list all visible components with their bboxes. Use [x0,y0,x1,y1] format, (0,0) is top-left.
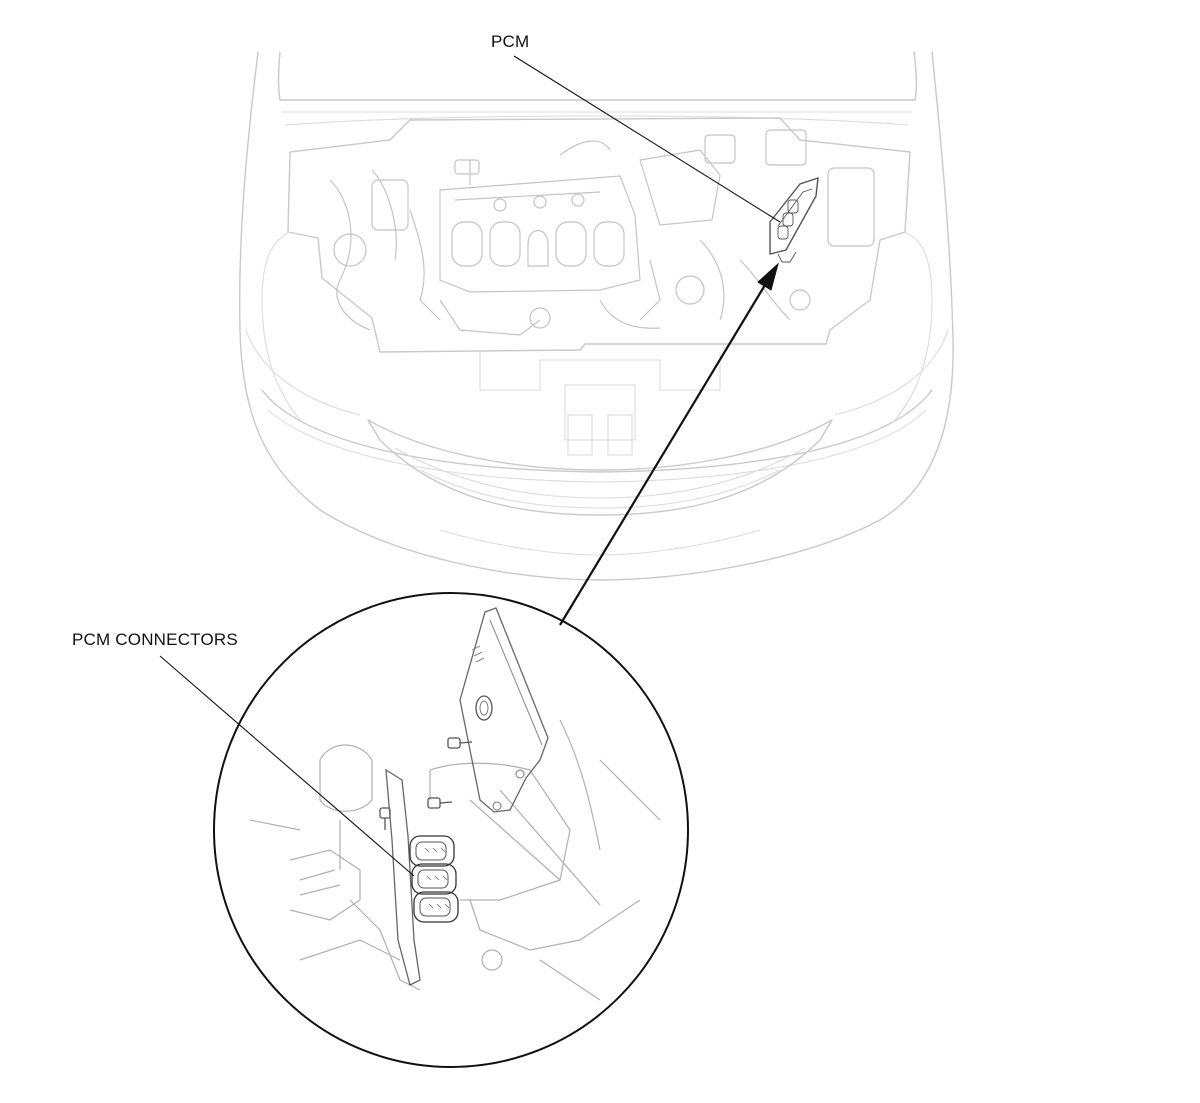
pcm-connectors-label: PCM CONNECTORS [72,630,238,649]
bolt-middle [427,797,453,809]
arrow-head [757,262,779,291]
detail-inset [213,592,689,1068]
car-front-view [238,51,954,581]
pcm-callout [513,55,781,223]
engine-bay [329,129,875,336]
pcm-connectors-leader-line [159,655,415,877]
detail-circle [213,592,689,1068]
bolt-upper [447,737,473,749]
pcm-leader-line [513,55,781,223]
pcm-connectors [409,835,459,923]
pcm-module-detail [459,607,549,813]
pcm-label: PCM [491,32,530,51]
detail-arrow [559,262,779,626]
pcm-unit [769,176,819,263]
